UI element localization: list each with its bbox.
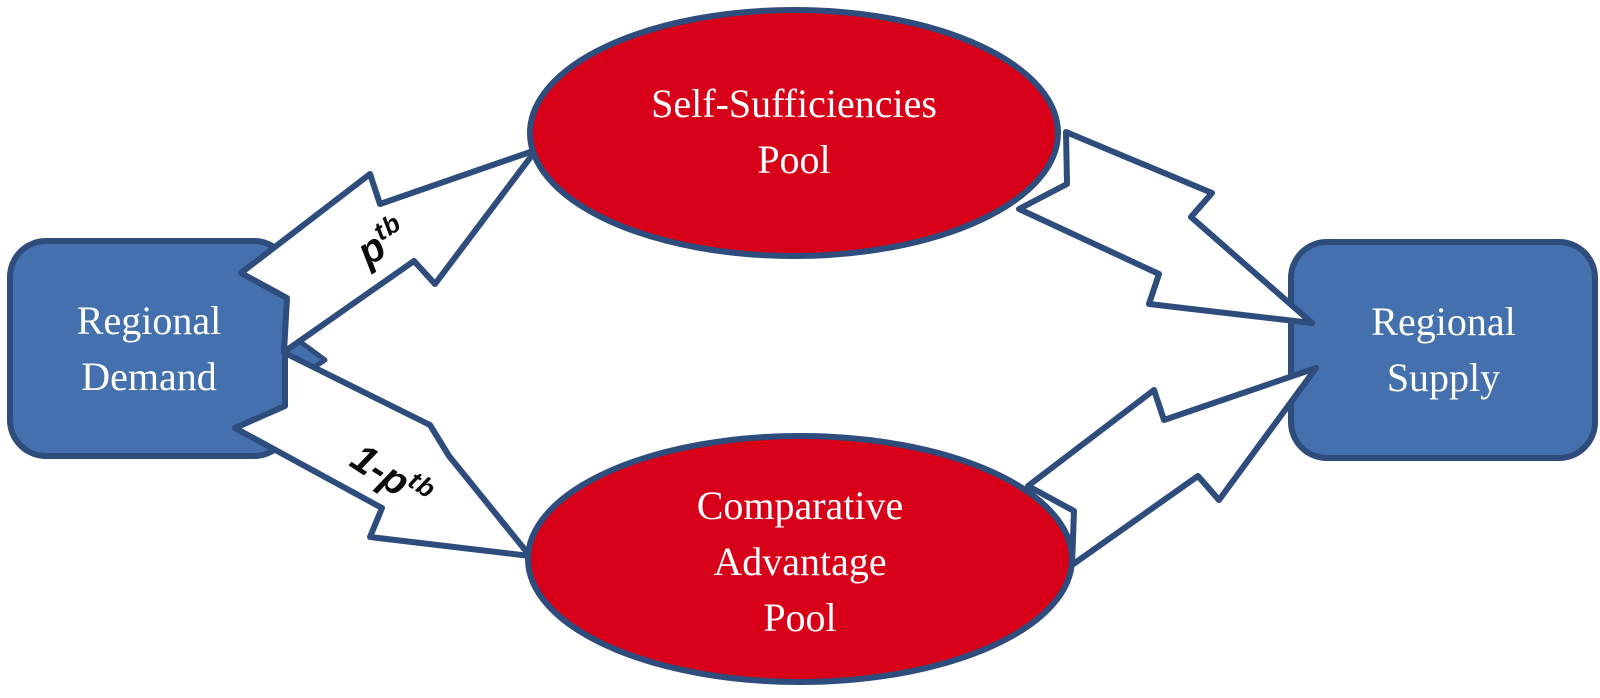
arrow-self-sufficiencies-to-supply <box>1016 129 1315 326</box>
arrow-demand-to-self-sufficiencies <box>238 147 539 355</box>
self-sufficiencies-ellipse <box>527 7 1061 259</box>
arrow-demand-to-comparative-advantage <box>232 350 533 559</box>
comparative-advantage-ellipse <box>525 433 1075 685</box>
regional-supply-box <box>1288 239 1598 461</box>
arrow-comparative-advantage-to-supply <box>1025 365 1319 568</box>
